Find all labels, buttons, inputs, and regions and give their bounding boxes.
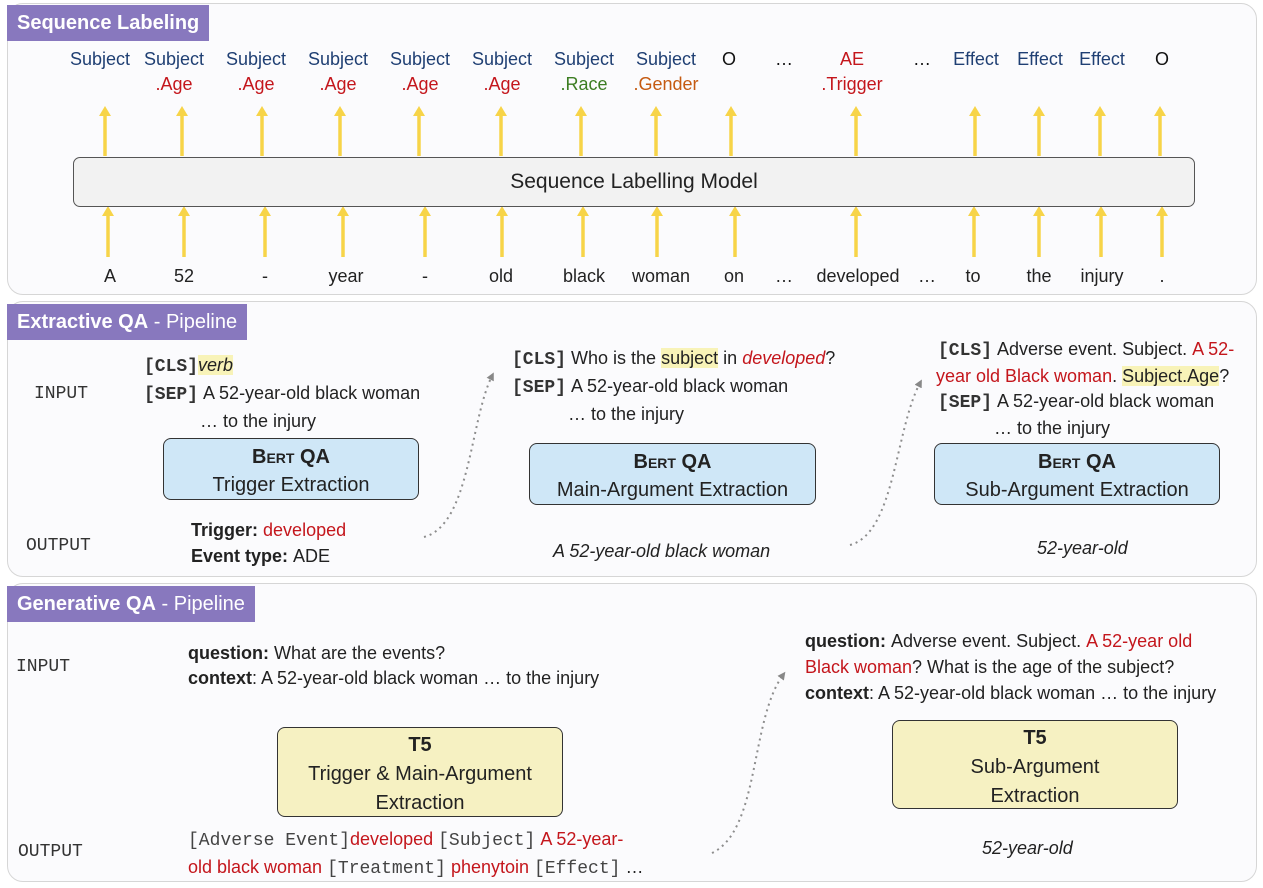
output-label: Subject bbox=[69, 49, 131, 69]
input-token: black bbox=[562, 266, 606, 286]
output-label: Effect bbox=[1079, 49, 1125, 69]
extractive-input-label: INPUT bbox=[34, 384, 89, 404]
input-token: - bbox=[262, 266, 268, 286]
input-token: year bbox=[328, 266, 364, 286]
sequence-labeling-panel bbox=[7, 3, 1257, 295]
upper-arrow bbox=[256, 106, 268, 156]
input-token: A bbox=[103, 266, 117, 286]
lower-arrow bbox=[850, 206, 862, 257]
upper-arrow bbox=[176, 106, 188, 156]
lower-arrow bbox=[259, 206, 271, 257]
extractive-output-label: OUTPUT bbox=[26, 536, 91, 556]
lower-arrow bbox=[577, 206, 589, 257]
output-label: Subject.Age bbox=[307, 49, 369, 94]
lower-arrow bbox=[102, 206, 114, 257]
lower-arrow bbox=[651, 206, 663, 257]
lower-arrow bbox=[729, 206, 741, 257]
lower-arrow bbox=[496, 206, 508, 257]
lower-arrow bbox=[968, 206, 980, 257]
output-label: … bbox=[775, 49, 793, 69]
gen-step2-output: 52-year-old bbox=[982, 838, 1073, 858]
output-label: Subject.Age bbox=[143, 49, 205, 94]
gen-step1-input: question: What are the events? context: … bbox=[188, 643, 600, 688]
input-token: injury bbox=[1080, 266, 1124, 286]
input-token: woman bbox=[631, 266, 691, 286]
extractive-qa-title: Extractive QA - Pipeline bbox=[7, 304, 248, 340]
upper-arrow bbox=[575, 106, 587, 156]
upper-arrow bbox=[495, 106, 507, 156]
lower-arrow bbox=[178, 206, 190, 257]
input-token: 52 bbox=[173, 266, 195, 286]
sequence-labelling-model-box: Sequence Labelling Model bbox=[73, 157, 1195, 207]
t5-sub-argument-box: T5 Sub-Argument Extraction bbox=[892, 720, 1178, 809]
output-label: O bbox=[721, 49, 737, 69]
generative-output-label: OUTPUT bbox=[18, 842, 83, 862]
output-label: Subject.Age bbox=[471, 49, 533, 94]
input-token: … bbox=[775, 266, 793, 286]
t5-trigger-main-argument-box: T5 Trigger & Main-Argument Extraction bbox=[277, 727, 563, 817]
upper-arrow bbox=[413, 106, 425, 156]
gen-step1-output: [Adverse Event]developed [Subject] A 52-… bbox=[188, 829, 644, 879]
lower-arrow bbox=[337, 206, 349, 257]
upper-arrow bbox=[650, 106, 662, 156]
gen-step2-input: question: Adverse event. Subject. A 52-y… bbox=[805, 631, 1217, 703]
output-label: Subject.Gender bbox=[633, 49, 699, 94]
input-token: the bbox=[1026, 266, 1052, 286]
output-label: Subject.Race bbox=[553, 49, 615, 94]
output-label: Effect bbox=[1017, 49, 1063, 69]
ext-step3-output: 52-year-old bbox=[1037, 538, 1128, 558]
input-token: . bbox=[1159, 266, 1165, 286]
sequence-arrows bbox=[99, 106, 1168, 257]
lower-arrow bbox=[1033, 206, 1045, 257]
upper-arrow bbox=[1094, 106, 1106, 156]
ext-step2-output: A 52-year-old black woman bbox=[553, 541, 771, 561]
input-token: on bbox=[723, 266, 745, 286]
lower-arrow bbox=[1156, 206, 1168, 257]
bert-qa-sub-argument-box: Bert QA Sub-Argument Extraction bbox=[934, 443, 1220, 505]
ext-step1-output: Trigger: developed Event type: ADE bbox=[191, 520, 347, 566]
ext-step2-input: [CLS] Who is the subject in developed? [… bbox=[512, 348, 836, 424]
output-label: O bbox=[1154, 49, 1170, 69]
lower-arrow bbox=[1095, 206, 1107, 257]
ext-step1-input: [CLS]verb [SEP] A 52-year-old black woma… bbox=[144, 355, 421, 431]
sequence-labeling-title: Sequence Labeling bbox=[7, 5, 210, 41]
bert-qa-main-argument-box: Bert QA Main-Argument Extraction bbox=[529, 443, 816, 505]
upper-arrow bbox=[99, 106, 111, 156]
output-label: … bbox=[913, 49, 931, 69]
upper-arrow bbox=[850, 106, 862, 156]
output-label: AE.Trigger bbox=[821, 49, 883, 94]
input-token: - bbox=[422, 266, 428, 286]
input-token: developed bbox=[816, 266, 900, 286]
upper-arrow bbox=[725, 106, 737, 156]
upper-arrow bbox=[1154, 106, 1166, 156]
input-token: … bbox=[918, 266, 936, 286]
ext-step3-input: [CLS] Adverse event. Subject. A 52- year… bbox=[936, 339, 1235, 438]
bert-qa-trigger-box: Bert QA Trigger Extraction bbox=[163, 438, 419, 500]
upper-arrow bbox=[334, 106, 346, 156]
input-token: to bbox=[965, 266, 981, 286]
generative-qa-title: Generative QA - Pipeline bbox=[7, 586, 255, 622]
output-label: Subject.Age bbox=[225, 49, 287, 94]
generative-input-label: INPUT bbox=[16, 657, 71, 677]
input-token: old bbox=[488, 266, 514, 286]
upper-arrow bbox=[969, 106, 981, 156]
output-label: Subject.Age bbox=[389, 49, 451, 94]
lower-arrow bbox=[419, 206, 431, 257]
output-label: Effect bbox=[953, 49, 999, 69]
upper-arrow bbox=[1033, 106, 1045, 156]
